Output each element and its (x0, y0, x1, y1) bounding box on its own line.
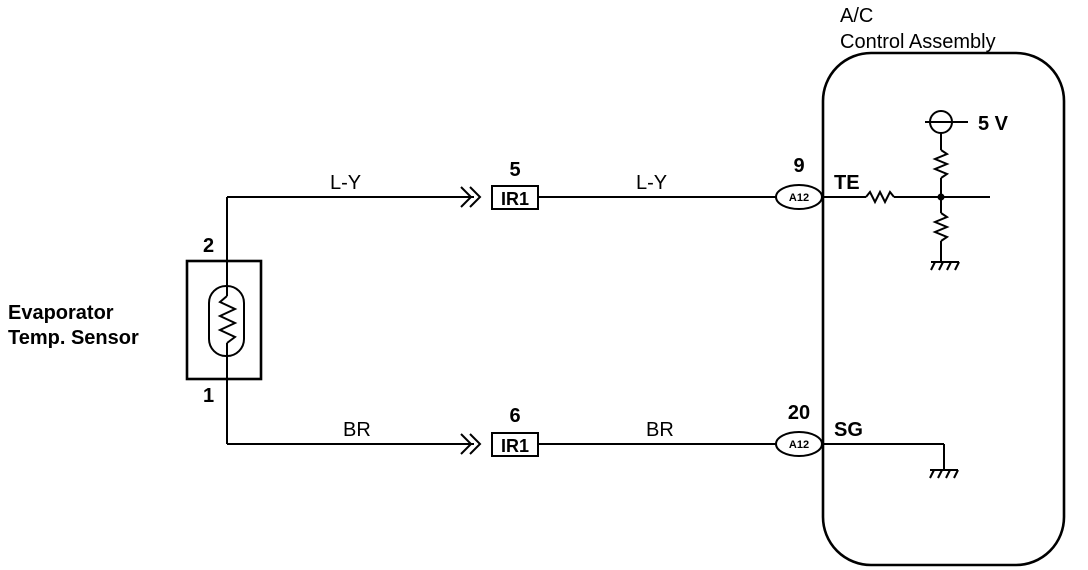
sensor-body (185, 259, 263, 381)
ecu-pin: 9 (793, 155, 804, 177)
connector-arrow-icon (460, 186, 473, 208)
terminal-sg: SG (834, 419, 863, 441)
ecu-internal-circuit: 5 V (823, 110, 1009, 479)
assembly-title-line1: A/C (840, 5, 873, 27)
te-input-resistor-icon (865, 189, 895, 205)
connector-arrow-icon (469, 186, 482, 208)
ground-icon-sg (929, 469, 959, 479)
thermistor-zigzag (217, 295, 238, 344)
junction-connector-label: IR1 (501, 189, 529, 209)
wire-color-right-te: L-Y (636, 172, 667, 194)
sensor-name-line2: Temp. Sensor (8, 327, 139, 349)
sensor-pin-2: 2 (203, 235, 214, 257)
wire-color-left-sg: BR (343, 419, 371, 441)
circuit-te: L-Y IR1 5 L-Y A12 9 TE (227, 155, 860, 210)
ecu-connector-label: A12 (789, 192, 809, 204)
connector-arrow-icon (469, 433, 482, 455)
ecu-connector-label: A12 (789, 439, 809, 451)
pullup-resistor-icon (932, 149, 950, 179)
terminal-te: TE (834, 172, 860, 194)
supply-voltage: 5 V (978, 113, 1009, 135)
circuit-sg: BR IR1 6 BR A12 20 SG (227, 402, 863, 457)
evaporator-temp-sensor: Evaporator Temp. Sensor 2 1 (8, 197, 263, 444)
control-assembly-box (821, 51, 1066, 567)
junction-connector-pin: 6 (509, 405, 520, 427)
ecu-pin: 20 (788, 402, 810, 424)
ground-icon-internal (930, 261, 960, 271)
wire-color-left-te: L-Y (330, 172, 361, 194)
junction-connector-pin: 5 (509, 159, 520, 181)
sensor-pin-1: 1 (203, 385, 214, 407)
sensor-name-line1: Evaporator (8, 302, 114, 324)
ecu-connector-a12 (775, 184, 823, 210)
pulldown-resistor-icon (932, 212, 950, 242)
assembly-title-line2: Control Assembly (840, 31, 996, 53)
ecu-connector-a12 (775, 431, 823, 457)
control-assembly: A/C Control Assembly (821, 5, 1066, 567)
wire-color-right-sg: BR (646, 419, 674, 441)
junction-connector-label: IR1 (501, 436, 529, 456)
connector-arrow-icon (460, 433, 473, 455)
